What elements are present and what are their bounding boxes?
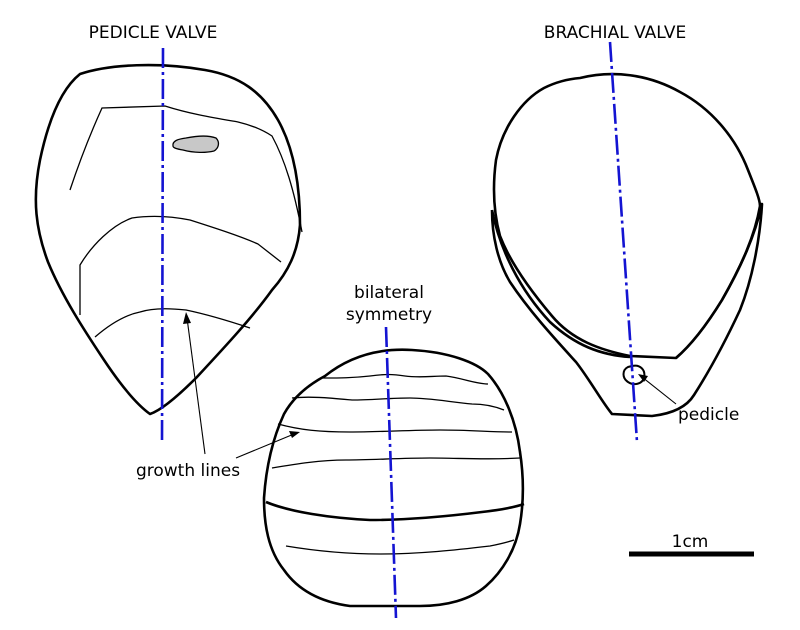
- side-view-outline: [262, 348, 525, 608]
- pedicle-valve-outline: [34, 63, 302, 416]
- pedicle-arrow-head: [638, 374, 648, 382]
- side-view-specimen: bilateral symmetry: [262, 283, 525, 619]
- brachial-symmetry-axis: [608, 41, 639, 443]
- muscle-scar: [172, 135, 220, 154]
- pedicle-opening: [622, 364, 646, 386]
- side-growth-line-1: [322, 373, 489, 385]
- growth-arrow-2-head: [289, 431, 300, 438]
- pedicle-arrow: [641, 376, 677, 405]
- growth-arrow-1-head: [183, 312, 191, 324]
- growth-lines-label: growth lines: [136, 461, 240, 481]
- pedicle-growth-line-3: [94, 308, 251, 338]
- brachial-valve: BRACHIAL VALVE pedicle: [490, 23, 764, 443]
- side-growth-line-2: [291, 396, 505, 411]
- growth-lines-annotation: growth lines: [136, 312, 300, 481]
- scale-bar-label: 1cm: [672, 532, 709, 552]
- pedicle-symmetry-axis: [160, 47, 165, 443]
- side-growth-line-5: [265, 500, 525, 522]
- side-growth-line-6: [285, 539, 515, 555]
- growth-arrow-2: [235, 433, 295, 459]
- pedicle-growth-line-1: [69, 105, 303, 233]
- pedicle-valve: PEDICLE VALVE: [34, 23, 303, 443]
- scale-bar: 1cm: [629, 532, 754, 557]
- brachial-valve-title: BRACHIAL VALVE: [544, 23, 686, 43]
- bilateral-symmetry-axis: [384, 326, 398, 619]
- side-growth-line-4: [271, 457, 521, 469]
- side-growth-line-3: [277, 423, 513, 433]
- brachial-valve-lower-rim: [490, 202, 764, 418]
- growth-arrow-1: [186, 317, 206, 455]
- pedicle-valve-title: PEDICLE VALVE: [89, 23, 218, 43]
- bilateral-label-line2: symmetry: [346, 305, 432, 325]
- pedicle-label: pedicle: [678, 405, 739, 425]
- bilateral-label-line1: bilateral: [354, 283, 424, 303]
- pedicle-growth-line-2: [79, 215, 282, 315]
